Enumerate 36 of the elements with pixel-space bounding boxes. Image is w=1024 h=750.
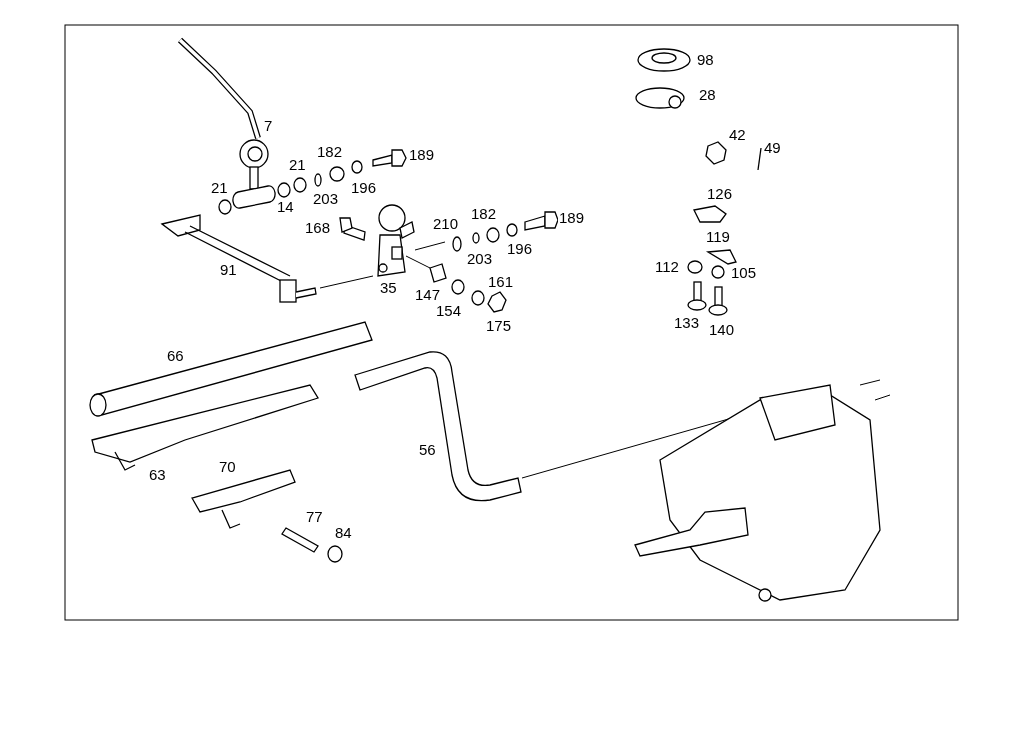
callout-number: 182 [316,144,344,159]
callout-number: 161 [487,274,515,289]
callout-number: 35 [379,280,398,295]
callout-number: 154 [435,303,463,318]
callout-number: 98 [696,52,715,67]
callout-number: 70 [218,459,237,474]
callout-number: 21 [210,180,229,195]
callout-number: 189 [558,210,586,225]
callout-number: 91 [219,262,238,277]
callout-number: 7 [263,118,274,133]
callout-number: 140 [708,322,736,337]
callout-number: 126 [706,186,734,201]
callout-number: 133 [673,315,701,330]
callout-number: 182 [470,206,498,221]
callout-number: 112 [654,259,680,274]
callout-number: 189 [408,147,436,162]
callout-number: 196 [350,180,378,195]
callout-number: 168 [304,220,332,235]
callout-number: 28 [698,87,717,102]
callout-number: 63 [148,467,167,482]
callout-number: 119 [705,229,731,244]
callout-number: 77 [305,509,324,524]
callout-number: 42 [728,127,747,142]
callout-number: 14 [276,199,295,214]
callout-number: 66 [166,348,185,363]
callout-number: 210 [432,216,460,231]
callout-number: 196 [506,241,534,256]
callout-number: 203 [312,191,340,206]
callout-number: 147 [414,287,442,302]
callout-number: 56 [418,442,437,457]
callout-number: 84 [334,525,353,540]
callout-number: 175 [485,318,513,333]
callout-number: 203 [466,251,494,266]
callout-number: 49 [763,140,782,155]
callout-number: 105 [730,265,758,280]
callout-number: 21 [288,157,307,172]
